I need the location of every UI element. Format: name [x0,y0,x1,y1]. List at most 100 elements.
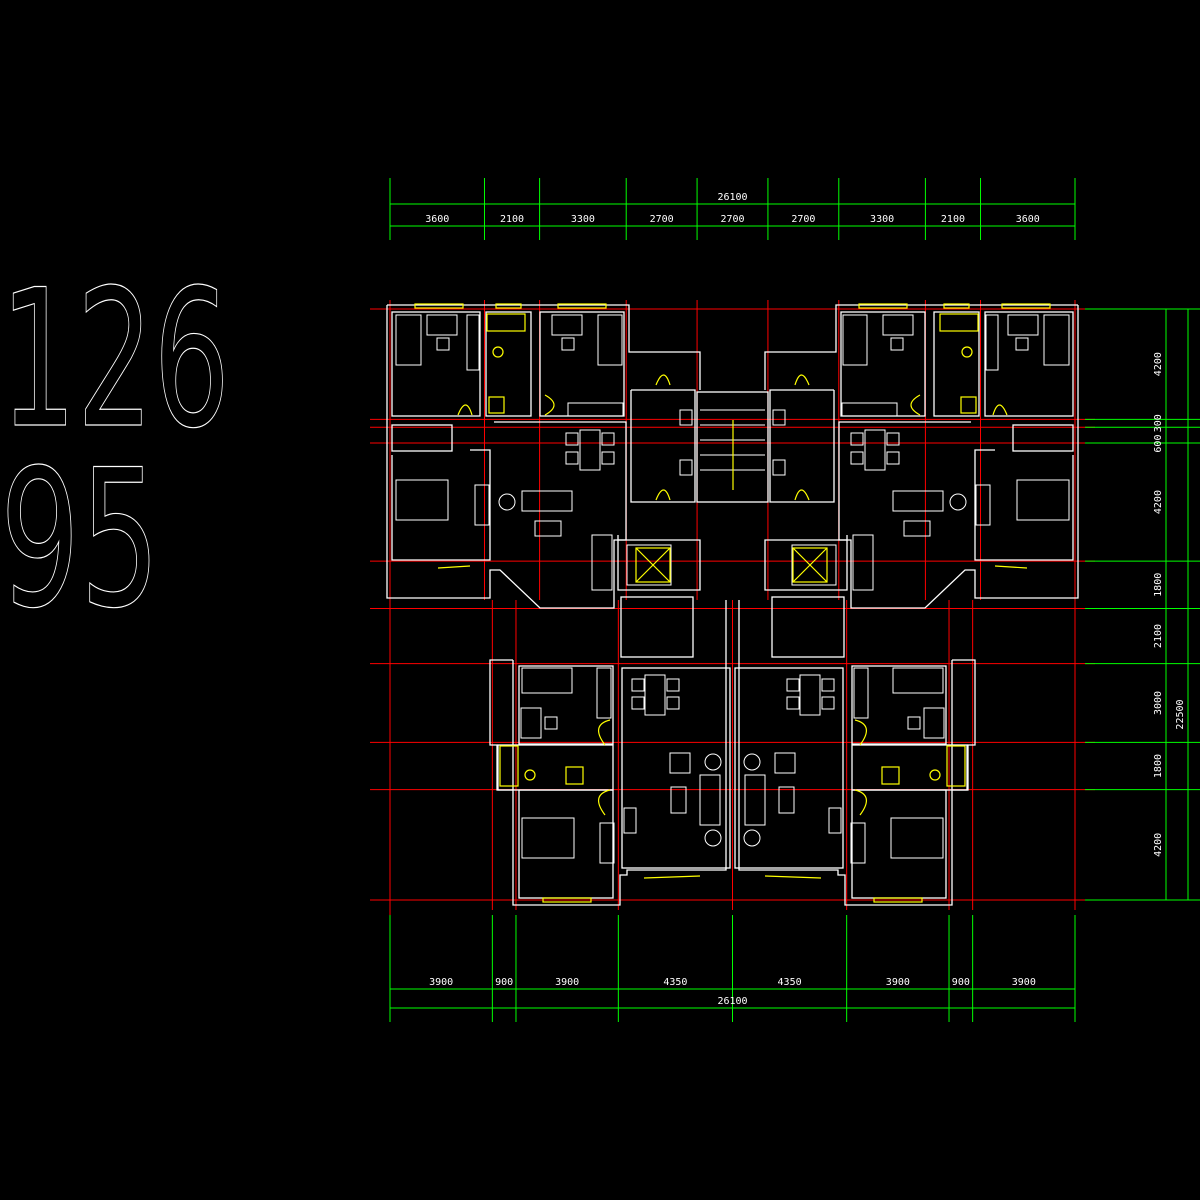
bathtub [499,745,519,787]
dimension-label: 300 [1153,414,1164,432]
dimension-label: 2700 [650,214,674,225]
window [557,303,607,309]
chair [786,696,800,710]
sink [679,459,693,476]
sink [772,459,786,476]
chair [821,678,835,692]
chair [565,432,579,446]
window [943,303,970,309]
desk [599,822,615,864]
desk [882,314,914,336]
door-swing [457,404,473,416]
chair [666,678,680,692]
dimension-label: 3900 [555,977,579,988]
washer [565,766,584,785]
chair [886,451,900,465]
dimension-label: 2100 [941,214,965,225]
toilet [524,769,536,781]
chair [631,696,645,710]
toilet [492,346,504,358]
dining-table [644,674,666,716]
coffee-table [778,786,795,814]
wall-ur-master [974,449,1074,561]
wall-ur-bath [933,311,980,417]
bathtub [486,313,526,332]
window [414,303,464,309]
chair [601,432,615,446]
coffee-table [903,520,931,537]
tv-cabinet [828,807,842,834]
balcony-window [764,875,822,879]
dimension-label: 900 [952,977,970,988]
wardrobe [466,314,480,371]
bathtub [946,745,966,787]
door-swing [992,404,1008,416]
wall-ul-bath [485,311,532,417]
dimension-label: 2100 [1153,624,1164,648]
chair [561,337,575,351]
bed [395,479,449,521]
bed [1016,479,1070,521]
wall-ll-living [621,667,731,869]
desk [520,707,542,739]
wardrobe [985,314,999,371]
wall-core-right [764,535,848,591]
washer [488,396,505,414]
bed [597,314,623,366]
balcony-window [437,565,471,569]
chair [436,337,450,351]
wall-ll-bedroom2 [518,789,614,899]
toilet [929,769,941,781]
dimension-label: 1800 [1153,754,1164,778]
dimension-label: 3300 [870,214,894,225]
sofa [521,490,573,512]
washer [960,396,977,414]
dimension-label: 4200 [1153,833,1164,857]
door-swing [655,489,671,501]
wall-ur-closet [1012,424,1074,452]
elevator [626,544,672,586]
door-swing [854,789,867,816]
wall-lr-bedroom2 [851,789,947,899]
dimension-label: 600 [1153,435,1164,453]
wall-ll-kitchen [620,596,694,658]
bed [521,817,575,859]
bed [395,314,422,366]
cabinet [567,402,624,417]
wall-stair [696,391,769,503]
door-swing [854,719,867,746]
plan-code-line1: 126 [0,249,230,470]
elevator-cross [792,547,828,583]
wall-ll-bath [497,744,614,791]
wall-ul-top [387,304,701,390]
coffee-table [670,786,687,814]
plant [949,493,967,511]
fixtures [414,303,1051,903]
wall-ll-bedroom1 [518,665,614,745]
dimension-label: 26100 [717,192,747,203]
desk [975,484,991,526]
plan-code-line2: 95 [0,429,160,650]
armchair [774,752,796,774]
armchair [669,752,691,774]
coffee-table [534,520,562,537]
wall-ur-bedroom1 [984,311,1074,417]
desk [850,822,866,864]
bed [842,314,868,366]
window [873,897,923,903]
dimension-label: 3600 [1016,214,1040,225]
dimension-label: 3300 [571,214,595,225]
dimension-label: 2100 [500,214,524,225]
desk [1007,314,1039,336]
elevator [791,544,837,586]
chair [565,451,579,465]
wall-ul-closet [391,424,453,452]
washer [881,766,900,785]
wall-lr-outer [738,600,953,906]
chair [544,716,558,730]
dining-table [579,429,601,471]
wall-ur-outer [850,305,1079,609]
desk [426,314,458,336]
